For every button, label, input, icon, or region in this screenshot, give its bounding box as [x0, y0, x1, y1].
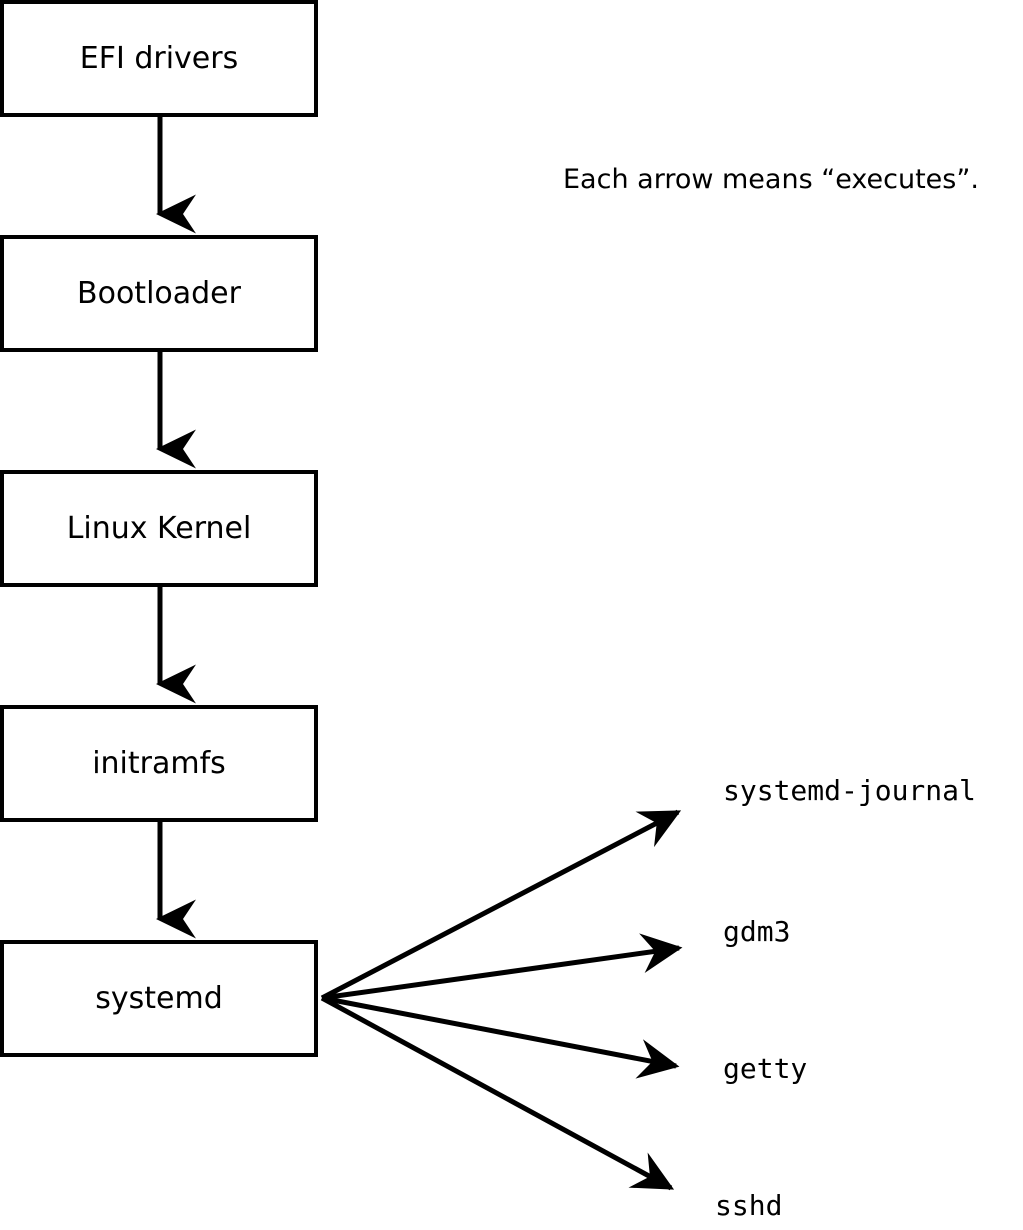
stage-box-linux-kernel[interactable]: Linux Kernel — [0, 470, 318, 587]
stage-label-systemd: systemd — [95, 980, 223, 1016]
diagram-caption: Each arrow means “executes”. — [563, 164, 979, 195]
fanout-arrow-sshd — [320, 995, 675, 1191]
stage-box-bootloader[interactable]: Bootloader — [0, 235, 318, 352]
service-label-getty[interactable]: getty — [723, 1052, 808, 1085]
fanout-arrow-getty — [321, 995, 680, 1079]
service-label-systemd-journal[interactable]: systemd-journal — [723, 774, 976, 807]
stage-box-systemd[interactable]: systemd — [0, 940, 318, 1057]
service-label-sshd[interactable]: sshd — [715, 1189, 783, 1222]
fanout-arrow-gdm3 — [321, 933, 683, 1001]
service-label-gdm3[interactable]: gdm3 — [723, 915, 791, 948]
stage-label-efi-drivers: EFI drivers — [79, 40, 239, 76]
stage-box-efi-drivers[interactable]: EFI drivers — [0, 0, 318, 117]
stage-box-initramfs[interactable]: initramfs — [0, 705, 318, 822]
stage-label-bootloader: Bootloader — [77, 275, 241, 311]
stage-label-linux-kernel: Linux Kernel — [66, 510, 252, 546]
stage-label-initramfs: initramfs — [92, 745, 226, 781]
fanout-arrow-systemd-journal — [320, 809, 682, 1001]
